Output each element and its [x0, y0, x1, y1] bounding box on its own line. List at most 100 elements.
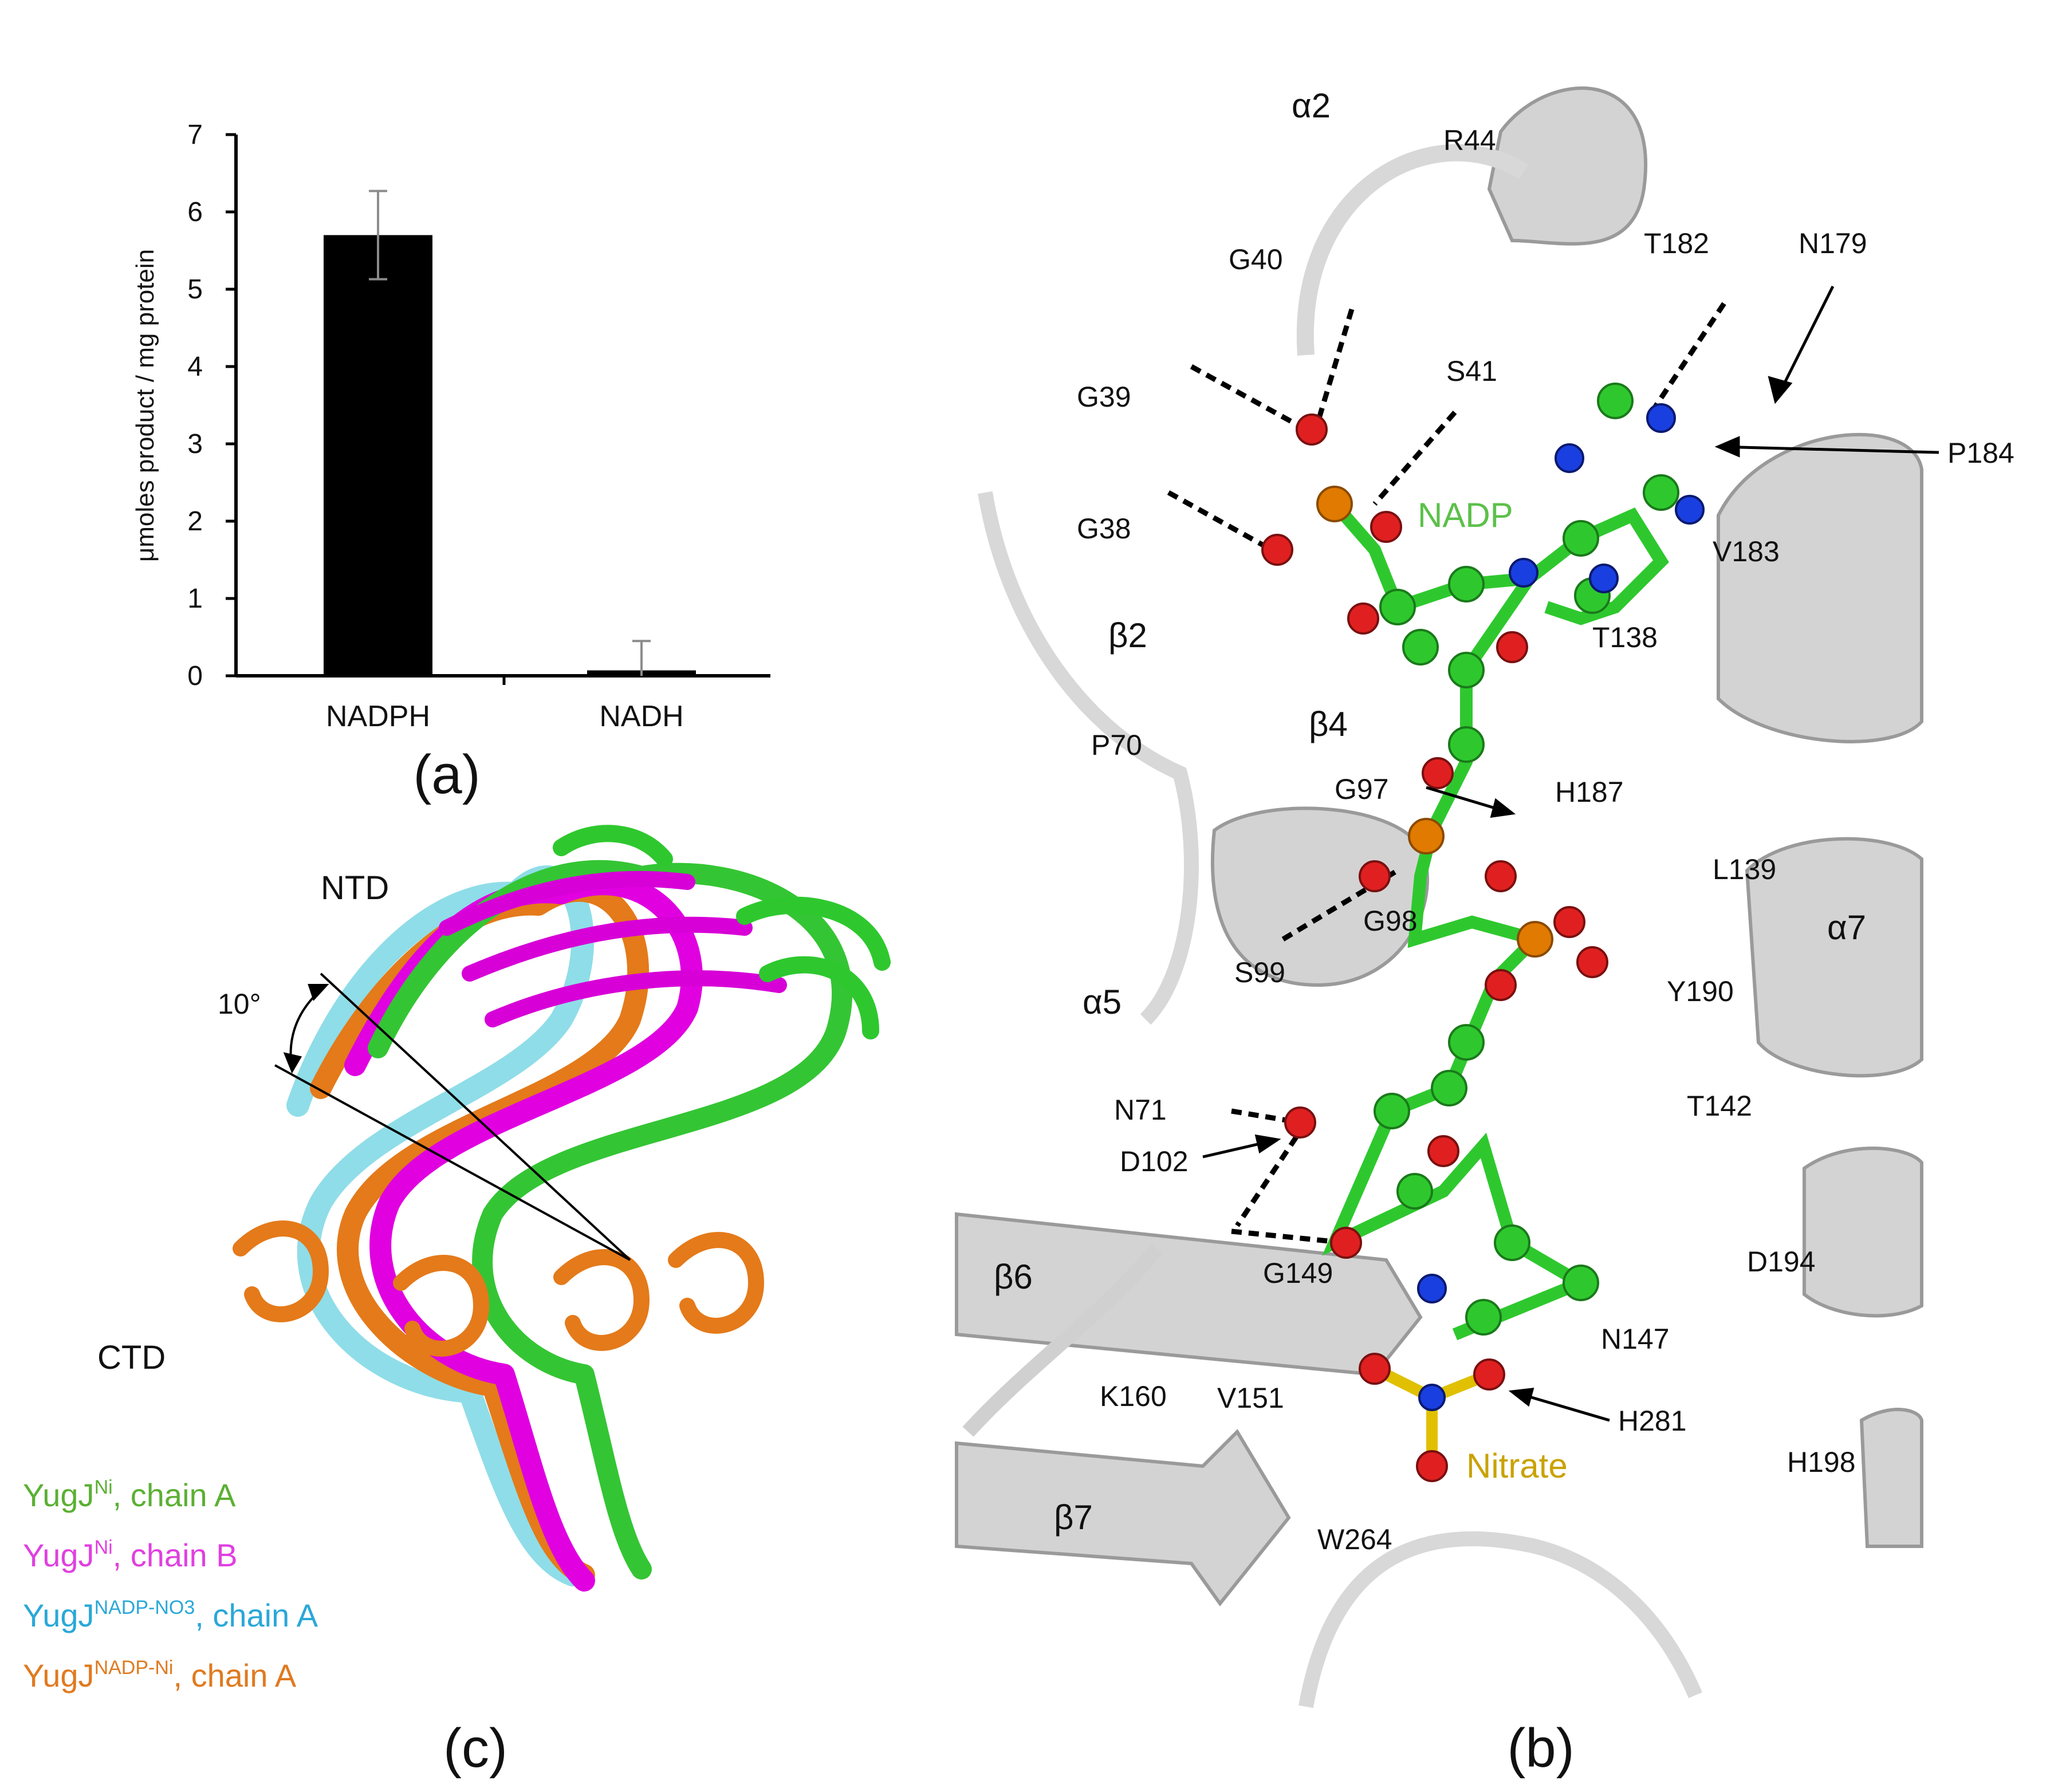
angle-line: [320, 972, 631, 1261]
arrow-p184: [1718, 445, 1939, 454]
label-n147: N147: [1601, 1323, 1670, 1355]
nitrate-ligand: [1359, 1353, 1505, 1482]
label-s99: S99: [1234, 956, 1285, 988]
h-bond: [1653, 302, 1726, 408]
label-angle: 10°: [218, 988, 261, 1020]
y-tick-label: 2: [187, 506, 203, 537]
label-g149: G149: [1263, 1257, 1333, 1289]
label-g40: G40: [1229, 243, 1283, 275]
legend-suffix: , chain B: [113, 1537, 238, 1573]
ribbon-ntd-sheet: [439, 871, 787, 1027]
label-h281: H281: [1618, 1405, 1687, 1437]
legend-entry: YugJNADP-NO3, chain A: [23, 1597, 318, 1633]
panel-a-letter: (a): [413, 744, 480, 805]
label-h187: H187: [1555, 776, 1624, 808]
label-n179: N179: [1799, 227, 1867, 259]
label-nadp: NADP: [1418, 496, 1513, 534]
ribbon-ntd-helices: [553, 825, 891, 1039]
panel-b-active-site-structure: α2 R44 G40 T182 N179 S41 G39 P184 G38 V1…: [954, 23, 2014, 1779]
carbon-atom: [1431, 1070, 1467, 1106]
panel-c-letter: (c): [443, 1718, 507, 1779]
nitrogen-atom: [1675, 495, 1705, 525]
nitrogen-atom: [1418, 1384, 1446, 1411]
label-beta7: β7: [1054, 1498, 1093, 1537]
nitrogen-atom: [1589, 564, 1619, 593]
label-beta6: β6: [994, 1258, 1033, 1296]
carbon-atom: [1448, 652, 1485, 688]
label-ntd: NTD: [321, 869, 389, 907]
label-v183: V183: [1713, 535, 1780, 568]
carbon-atom: [1563, 520, 1599, 557]
bar: [324, 235, 432, 676]
label-v151: V151: [1217, 1382, 1284, 1414]
oxygen-atom: [1553, 906, 1585, 938]
y-axis-label: μmoles product / mg protein: [131, 249, 159, 562]
oxygen-atom: [1330, 1227, 1362, 1259]
h-bond: [1167, 490, 1273, 552]
x-tick-label: NADPH: [326, 700, 430, 733]
carbon-atom: [1402, 629, 1439, 665]
angle-line: [274, 1064, 631, 1261]
carbon-atom: [1563, 1265, 1599, 1301]
label-t138: T138: [1592, 621, 1658, 653]
carbon-atom: [1643, 474, 1679, 511]
helix-right-lower-ribbon: [1803, 1147, 1923, 1318]
label-nitrate: Nitrate: [1466, 1447, 1568, 1485]
oxygen-atom: [1416, 1450, 1448, 1482]
label-ctd: CTD: [97, 1339, 166, 1376]
oxygen-atom: [1485, 969, 1517, 1001]
helix-h198-ribbon: [1859, 1408, 1923, 1548]
helix-alpha7-ribbon: [1745, 837, 1923, 1078]
arrowhead: [308, 984, 329, 1001]
h-bond: [1315, 308, 1355, 425]
phosphorus-atom: [1408, 818, 1445, 854]
carbon-atom: [1379, 589, 1416, 625]
h-bond: [1235, 1121, 1308, 1227]
legend-entry: YugJNADP-Ni, chain A: [23, 1657, 297, 1693]
ribbon-chain-a: [368, 860, 853, 1580]
oxygen-atom: [1347, 602, 1379, 635]
carbon-atom: [1597, 383, 1634, 419]
residue-labels: α2 R44 G40 T182 N179 S41 G39 P184 G38 V1…: [994, 86, 2014, 1555]
carbon-atom: [1448, 566, 1485, 602]
helix-alpha2-ribbon: [1487, 86, 1647, 246]
label-g98: G98: [1363, 905, 1418, 937]
y-tick-label: 3: [187, 429, 203, 459]
legend-base: YugJ: [23, 1537, 95, 1573]
oxygen-atom: [1296, 413, 1328, 446]
label-beta2: β2: [1108, 616, 1147, 655]
loop-ribbon-left: [978, 491, 1199, 1025]
oxygen-atom: [1261, 534, 1293, 566]
oxygen-atom: [1359, 860, 1391, 892]
legend-suffix: , chain A: [173, 1657, 296, 1693]
angle-indicator: [274, 972, 631, 1261]
legend-entry: YugJNi, chain A: [23, 1476, 236, 1513]
label-r44: R44: [1443, 124, 1496, 156]
label-alpha2: α2: [1292, 86, 1331, 125]
label-l139: L139: [1713, 853, 1776, 885]
legend-base: YugJ: [23, 1477, 95, 1513]
oxygen-atom: [1485, 860, 1517, 892]
carbon-atom: [1448, 726, 1485, 763]
helix-right-upper-ribbon: [1717, 432, 1923, 743]
oxygen-atom: [1370, 511, 1402, 543]
label-p184: P184: [1947, 437, 2014, 469]
arrowhead: [1508, 1388, 1534, 1407]
arrowhead: [1490, 798, 1516, 818]
carbon-atom: [1448, 1024, 1485, 1061]
label-d194: D194: [1747, 1246, 1816, 1278]
carbon-atom: [1465, 1299, 1502, 1336]
arrowhead: [283, 1052, 302, 1074]
oxygen-atom: [1359, 1353, 1391, 1385]
panel-c-structure-superposition: 10° NTD CTD YugJNi, chain A YugJNi, chai…: [23, 825, 891, 1779]
phosphorus-atom: [1517, 921, 1553, 958]
strand-beta7-ribbon: [955, 1429, 1291, 1606]
oxygen-atom: [1473, 1358, 1505, 1391]
superposed-ribbons: [233, 825, 891, 1592]
nadp-backbone: [1322, 499, 1595, 1341]
label-g97: G97: [1335, 773, 1389, 805]
carbon-atom: [1494, 1224, 1530, 1261]
carbon-atom: [1374, 1093, 1410, 1129]
label-t142: T142: [1687, 1090, 1752, 1122]
